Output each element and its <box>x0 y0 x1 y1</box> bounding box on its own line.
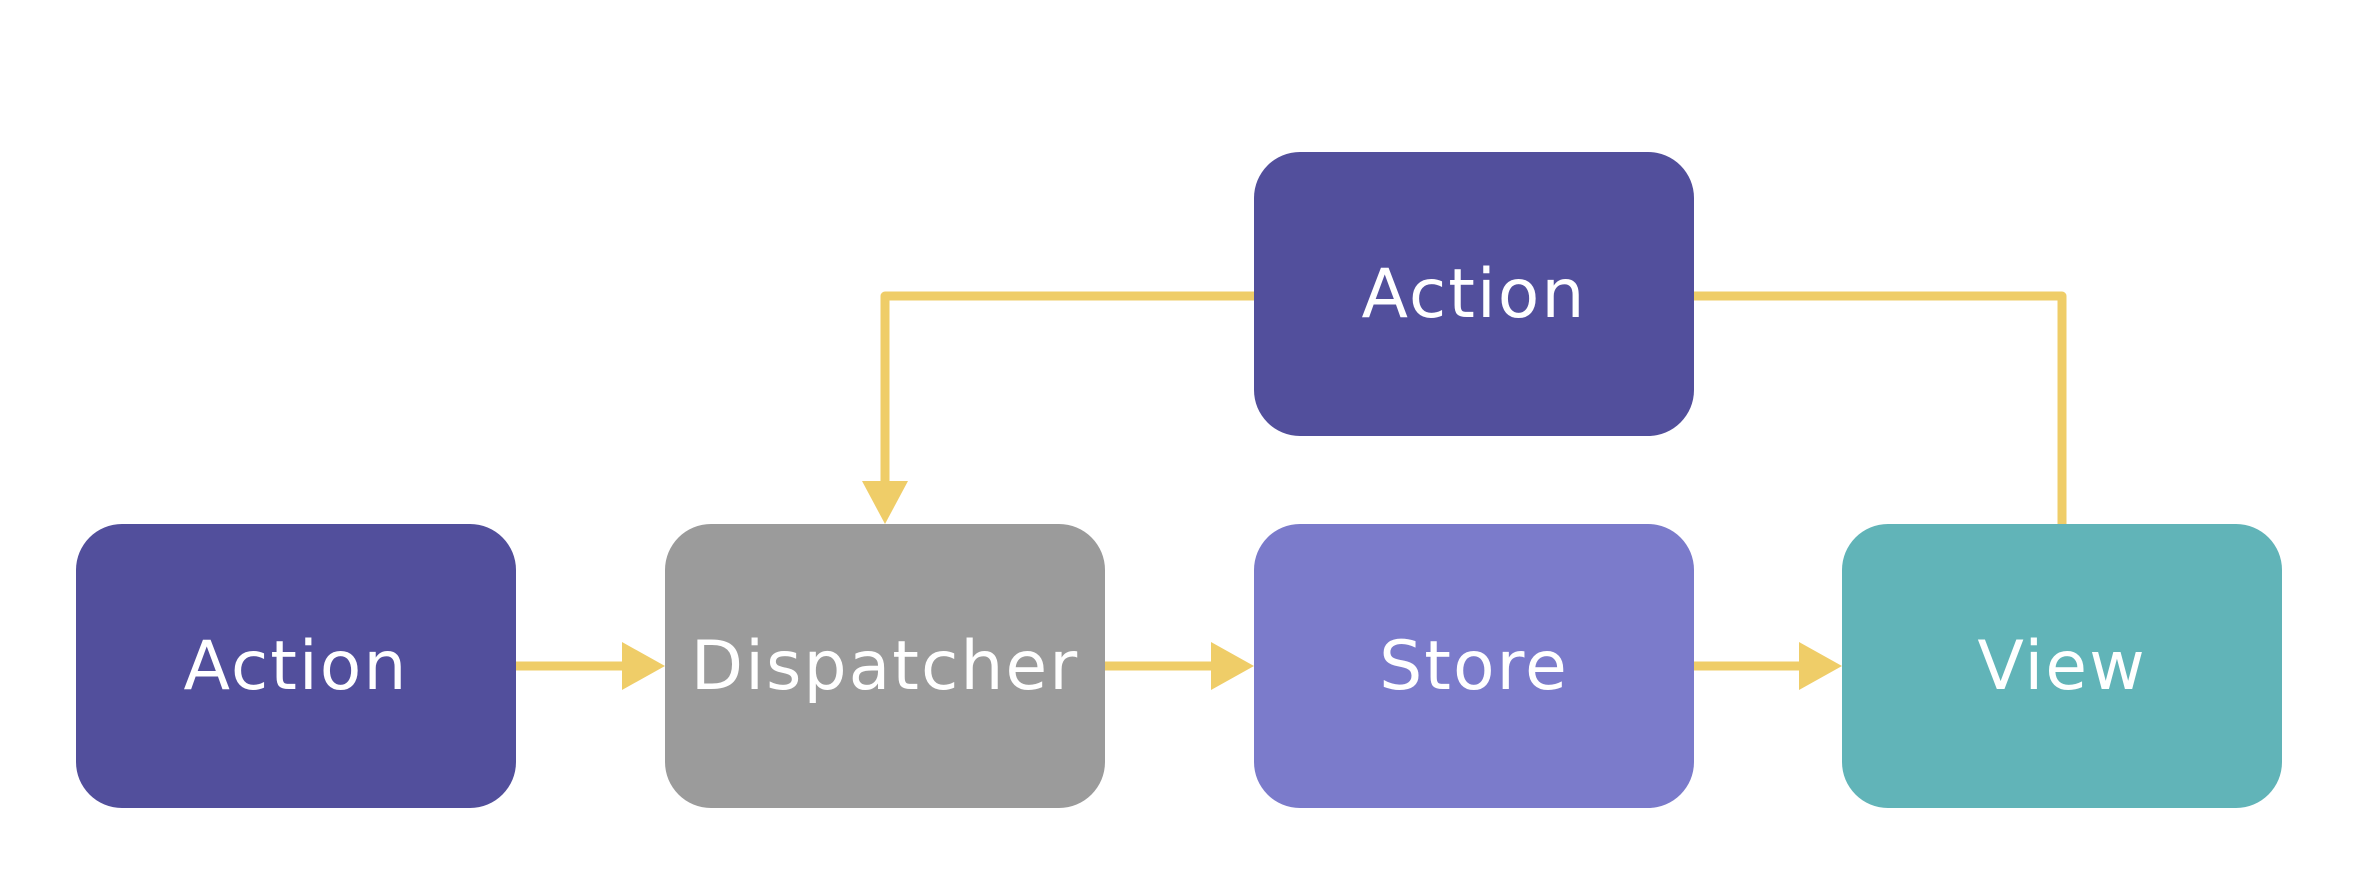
view-node: View <box>1842 524 2282 808</box>
action-node-bottom-label: Action <box>183 626 409 706</box>
dispatcher-node-label: Dispatcher <box>690 626 1080 706</box>
edge-action-to-dispatcher-loop <box>862 291 1254 524</box>
edge-view-to-action <box>1694 291 2067 524</box>
dispatcher-node: Dispatcher <box>665 524 1105 808</box>
edge-dispatcher-to-store <box>1105 642 1254 690</box>
store-node: Store <box>1254 524 1694 808</box>
action-node-top-label: Action <box>1361 254 1587 334</box>
store-node-label: Store <box>1379 626 1569 706</box>
edge-action-to-dispatcher <box>516 642 665 690</box>
view-node-label: View <box>1977 626 2147 706</box>
action-node-bottom: Action <box>76 524 516 808</box>
action-node-top: Action <box>1254 152 1694 436</box>
edge-store-to-view <box>1694 642 1842 690</box>
